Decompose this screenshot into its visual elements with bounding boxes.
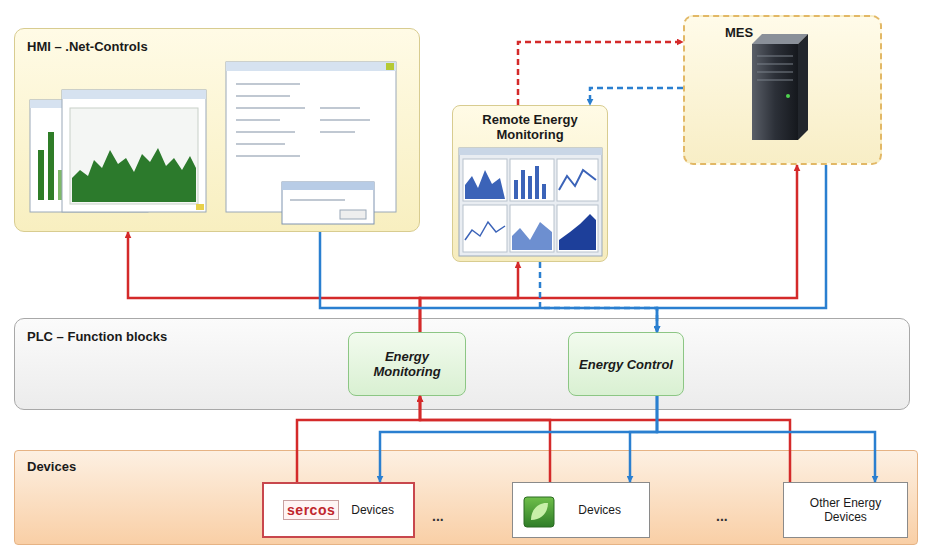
logo-text: sercos (283, 500, 339, 520)
device-box: sercos Devices (262, 482, 415, 538)
monitoring-flow (420, 396, 550, 482)
control-flow (657, 396, 875, 482)
node-label: PLC – Function blocks (27, 329, 167, 344)
node-label: Other Energy Devices (790, 496, 901, 524)
hmi-panel: HMI – .Net-Controls (14, 28, 420, 232)
control-flow (630, 396, 657, 482)
device-box: Devices (512, 482, 650, 538)
server-box: MES (683, 15, 882, 165)
monitoring-flow (518, 42, 683, 105)
node-label: Devices (351, 503, 394, 517)
layer-band: DevicessercosDevicesDevicesOther Energy … (14, 450, 918, 545)
node-label: Energy Control (579, 357, 673, 372)
node-label: Remote Energy Monitoring (459, 112, 601, 142)
ellipsis-label: ... (716, 508, 728, 524)
node-label: HMI – .Net-Controls (27, 39, 148, 54)
monitor-box: Remote Energy Monitoring (452, 105, 608, 262)
ellipsis-label: ... (432, 508, 444, 524)
server-icon (752, 34, 808, 140)
node-label: Devices (27, 459, 76, 474)
control-flow (540, 262, 657, 332)
node-label: Devices (578, 503, 621, 517)
remote-screen (459, 148, 602, 256)
function-block: Energy Control (568, 332, 684, 396)
device-box: Other Energy Devices (783, 482, 908, 538)
control-flow (320, 232, 657, 332)
function-block: Energy Monitoring (348, 332, 466, 396)
monitoring-flow (420, 262, 518, 332)
control-flow (590, 88, 683, 105)
layer-band: PLC – Function blocksEnergy Monitoring En… (14, 318, 910, 410)
monitoring-flow (420, 396, 790, 482)
control-flow (380, 396, 657, 482)
monitoring-flow (128, 232, 420, 332)
node-label: MES (725, 25, 753, 40)
control-flow (657, 165, 826, 332)
hmi-screens (30, 62, 396, 224)
node-label: Energy Monitoring (355, 349, 459, 379)
monitoring-flow (420, 165, 797, 332)
monitoring-flow (297, 396, 420, 482)
device-icon (524, 497, 554, 527)
